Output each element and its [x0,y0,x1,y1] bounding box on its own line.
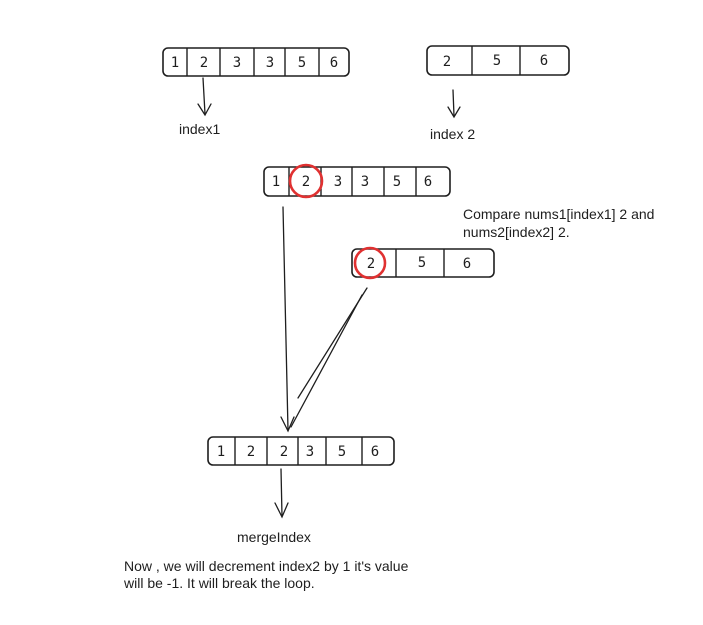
array-top-nums1: 1 2 3 3 5 6 [162,47,350,77]
merge-index-label: mergeIndex [237,529,311,545]
connector-line-from-nums1 [282,206,289,431]
array-cell-value: 6 [330,55,338,71]
compare-text-line2: nums2[index2] 2. [463,224,570,240]
highlight-circle [288,163,324,199]
array-cell-value: 5 [338,444,346,460]
array-cell-value: 3 [233,55,241,71]
array-cell-value: 3 [306,444,314,460]
array-cell-value: 6 [424,174,432,190]
arrow-head [197,103,212,117]
arrow-shaft [280,468,283,517]
array-cell-value: 6 [371,444,379,460]
array-mid-nums1-box [263,166,451,197]
array-cell-value: 5 [393,174,401,190]
arrow-shaft [452,89,455,117]
index1-label: index1 [179,121,220,137]
connector-line-from-nums2-sketch [290,294,363,428]
array-mid-nums1: 1 2 3 3 5 6 [263,163,451,199]
array-cell-value: 2 [367,256,375,272]
array-top-nums1-box [162,47,350,77]
arrow-head [447,106,461,119]
array-merged-box [207,436,395,466]
array-cell-value: 2 [247,444,255,460]
array-mid-nums2-box [351,248,495,278]
bottom-note: Now , we will decrement index2 by 1 it's… [123,558,409,591]
note-text-line1: Now , we will decrement index2 by 1 it's… [124,558,409,574]
array-cell-value: 6 [463,256,471,272]
array-cell-value: 3 [361,174,369,190]
merge-index-pointer: mergeIndex [237,468,311,545]
array-cell-value: 1 [171,55,179,71]
array-merged: 1 2 2 3 5 6 [207,436,395,466]
arrow-head [274,502,289,519]
arrow-shaft [202,77,206,115]
compare-note: Compare nums1[index1] 2 and nums2[index2… [463,206,654,240]
highlight-circle [353,246,387,280]
array-cell-value: 2 [280,444,288,460]
connector-arrow-head [280,416,295,433]
array-cell-value: 1 [272,174,280,190]
note-text-line2: will be -1. It will break the loop. [123,575,315,591]
index1-pointer: index1 [179,77,220,137]
index2-pointer: index 2 [430,89,475,142]
array-cell-value: 5 [418,255,426,271]
array-cell-value: 1 [217,444,225,460]
array-cell-value: 5 [298,55,306,71]
index2-label: index 2 [430,126,475,142]
array-top-nums2: 2 5 6 [426,45,570,76]
array-cell-value: 6 [540,53,548,69]
array-cell-value: 2 [200,55,208,71]
array-top-nums2-box [426,45,570,76]
array-cell-value: 3 [266,55,274,71]
array-mid-nums2: 2 5 6 [351,246,495,280]
compare-text-line1: Compare nums1[index1] 2 and [463,206,654,222]
array-cell-value: 3 [334,174,342,190]
array-cell-value: 2 [302,174,310,190]
array-cell-value: 2 [443,54,451,70]
array-cell-value: 5 [493,53,501,69]
merge-connectors [280,206,368,433]
